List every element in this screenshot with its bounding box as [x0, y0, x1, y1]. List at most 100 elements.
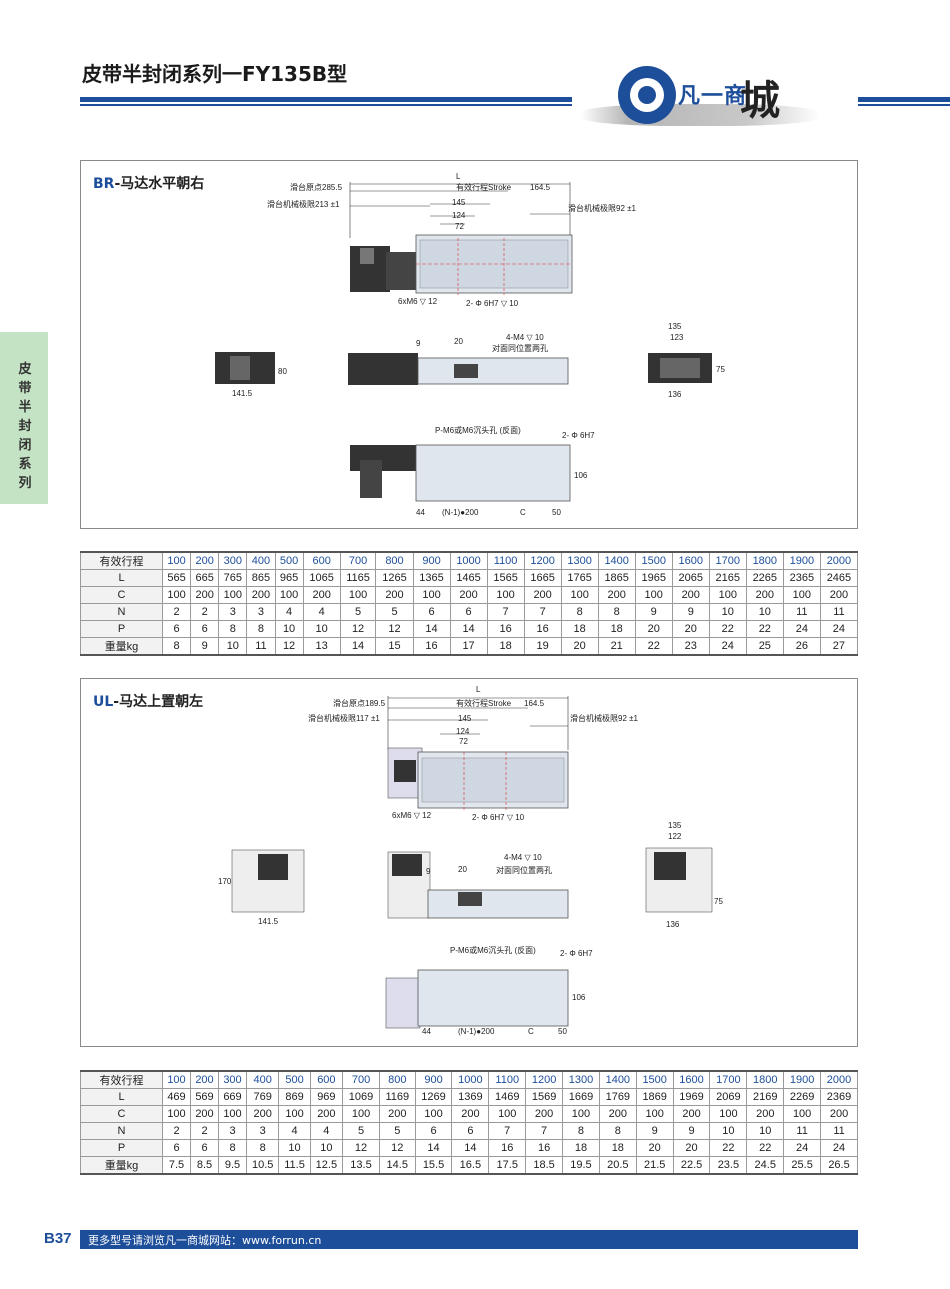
- table-cell: 16.5: [451, 1156, 490, 1175]
- table-cell: 1700: [709, 1070, 748, 1089]
- table-cell: 200: [246, 586, 276, 604]
- table-cell: 200: [449, 586, 488, 604]
- dim-stroke: 有效行程Stroke: [456, 182, 512, 192]
- table-cell: 700: [339, 551, 377, 570]
- table-cell: 100: [562, 1105, 600, 1123]
- table-cell: 8: [598, 1122, 637, 1140]
- table-cell: 8: [218, 1139, 247, 1157]
- table-cell: 2: [162, 1122, 191, 1140]
- table-cell: 19: [523, 637, 562, 656]
- table-cell: 14: [339, 637, 377, 656]
- table-cell: 1200: [525, 1070, 564, 1089]
- table-cell: 9: [671, 603, 710, 621]
- table-cell: 1600: [671, 551, 710, 570]
- rail-side-2: [427, 889, 569, 919]
- table-cell: 700: [342, 1070, 380, 1089]
- table-cell: 14: [451, 1139, 490, 1157]
- table-cell: 1100: [488, 1070, 527, 1089]
- table-cell: 7: [523, 603, 562, 621]
- table-cell: 6: [449, 603, 488, 621]
- table-cell: 6: [162, 1139, 191, 1157]
- table-cell: 10: [302, 620, 341, 638]
- table-cell: 1100: [486, 551, 525, 570]
- dim-right-len-2: 164.5: [524, 699, 545, 708]
- dim-l: L: [456, 172, 461, 181]
- table-cell: 14.5: [378, 1156, 416, 1175]
- dim-75: 75: [716, 365, 725, 374]
- dim-stroke-2: 有效行程Stroke: [456, 698, 512, 708]
- dim-pin-2: 2- Φ 6H7 ▽ 10: [472, 813, 525, 822]
- table-cell: 100: [783, 1105, 822, 1123]
- table-cell: 24: [708, 637, 747, 656]
- dim-9-2: 9: [426, 867, 431, 876]
- row-label: C: [80, 586, 163, 604]
- table-cell: 100: [486, 586, 525, 604]
- table-cell: 10: [309, 1139, 344, 1157]
- table-cell: 12.5: [309, 1156, 344, 1175]
- page-title: 皮带半封闭系列一FY135B型: [82, 62, 348, 86]
- table-cell: 1569: [525, 1088, 564, 1106]
- table-cell: 9: [635, 1122, 674, 1140]
- table-cell: 8: [562, 1122, 600, 1140]
- table-cell: 9: [190, 637, 220, 656]
- table-cell: 18: [598, 1139, 637, 1157]
- table-cell: 12: [274, 637, 304, 656]
- table-cell: 2169: [746, 1088, 785, 1106]
- table-cell: 200: [302, 586, 341, 604]
- table-cell: 200: [245, 1105, 280, 1123]
- table-cell: 869: [278, 1088, 311, 1106]
- dim-c-2: C: [528, 1027, 534, 1036]
- table-cell: 6: [161, 620, 192, 638]
- table-cell: 12: [375, 620, 414, 638]
- dim-124-2: 124: [456, 727, 470, 736]
- dim-136-2: 136: [666, 920, 680, 929]
- dim-145: 145: [452, 198, 466, 207]
- motor-side: [348, 353, 418, 385]
- table-cell: 27: [819, 637, 859, 656]
- table-cell: 10: [708, 603, 747, 621]
- table-cell: 2065: [671, 569, 710, 587]
- dim-124: 124: [452, 211, 466, 220]
- table-cell: 9.5: [218, 1156, 247, 1175]
- table-cell: 20: [635, 1139, 674, 1157]
- table-cell: 8: [245, 1139, 280, 1157]
- table-cell: 665: [190, 569, 220, 587]
- table-cell: 15.5: [414, 1156, 453, 1175]
- table-cell: 22: [746, 1139, 785, 1157]
- footer-text: 更多型号请浏览凡一商城网站：www.forrun.cn: [88, 1234, 322, 1247]
- bearing-icon: [618, 66, 676, 124]
- table-cell: 200: [745, 586, 784, 604]
- table-cell: 1200: [523, 551, 562, 570]
- table-cell: 1500: [634, 551, 673, 570]
- table-cell: 25: [745, 637, 784, 656]
- dim-170-2: 170: [218, 877, 232, 886]
- dim-122-2: 122: [668, 832, 682, 841]
- row-label: 有效行程: [80, 551, 163, 570]
- table-cell: 100: [634, 586, 673, 604]
- table-cell: 200: [309, 1105, 344, 1123]
- dim-l-2: L: [476, 685, 481, 694]
- table-cell: 765: [218, 569, 248, 587]
- logo-brush-character: 城: [740, 77, 780, 124]
- table-cell: 1965: [634, 569, 673, 587]
- dim-pin: 2- Φ 6H7 ▽ 10: [466, 299, 519, 308]
- table-cell: 24: [820, 1139, 858, 1157]
- table-cell: 11: [783, 1122, 822, 1140]
- table-cell: 100: [278, 1105, 311, 1123]
- row-label: 重量kg: [80, 1156, 163, 1175]
- table-cell: 2165: [708, 569, 747, 587]
- table-cell: 10.5: [245, 1156, 280, 1175]
- dim-20: 20: [454, 337, 463, 346]
- dim-m4: 4-M4 ▽ 10: [506, 333, 544, 342]
- dim-pin2-2: 2- Φ 6H7: [560, 949, 593, 958]
- table-cell: 100: [414, 1105, 453, 1123]
- table-cell: 1000: [451, 1070, 490, 1089]
- table-cell: 200: [523, 586, 562, 604]
- table-cell: 11: [819, 603, 859, 621]
- table-cell: 2265: [745, 569, 784, 587]
- table-cell: 1000: [449, 551, 488, 570]
